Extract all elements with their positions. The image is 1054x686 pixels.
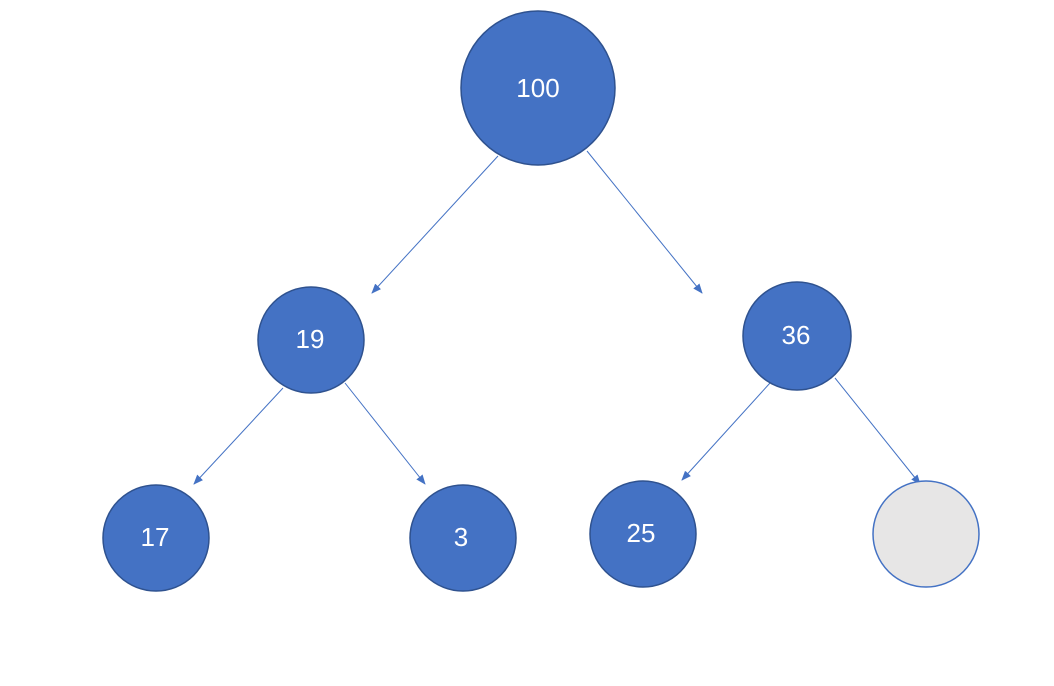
node-level2-0-label: 17 [141, 522, 170, 552]
node-level1-right-circle [742, 281, 852, 391]
node-level1-left: 19 [257, 286, 365, 394]
node-level1-left-circle [257, 286, 365, 394]
node-level2-2-circle [589, 480, 697, 588]
node-level2-1-label: 3 [454, 522, 468, 552]
edge-right-to-rightright [834, 377, 921, 485]
node-level2-3-empty [872, 480, 980, 588]
node-level2-1-circle [409, 484, 517, 592]
node-level1-left-label: 19 [296, 324, 325, 354]
node-root-label: 100 [516, 73, 559, 103]
edge-root-to-right [586, 150, 703, 294]
node-level2-2: 25 [589, 480, 697, 588]
node-level1-right: 36 [742, 281, 852, 391]
node-root: 100 [460, 10, 616, 166]
edge-left-to-leftleft [193, 387, 284, 485]
node-root-circle [460, 10, 616, 166]
edge-left-to-leftright [344, 382, 426, 485]
edge-right-to-rightleft [681, 382, 771, 481]
node-level2-1: 3 [409, 484, 517, 592]
node-level2-3-empty-circle [872, 480, 980, 588]
edge-root-to-left [371, 155, 499, 294]
edges [193, 150, 921, 485]
node-level2-0-circle [102, 484, 210, 592]
node-level2-0: 17 [102, 484, 210, 592]
node-level2-2-label: 25 [627, 518, 656, 548]
node-level1-right-label: 36 [782, 320, 811, 350]
